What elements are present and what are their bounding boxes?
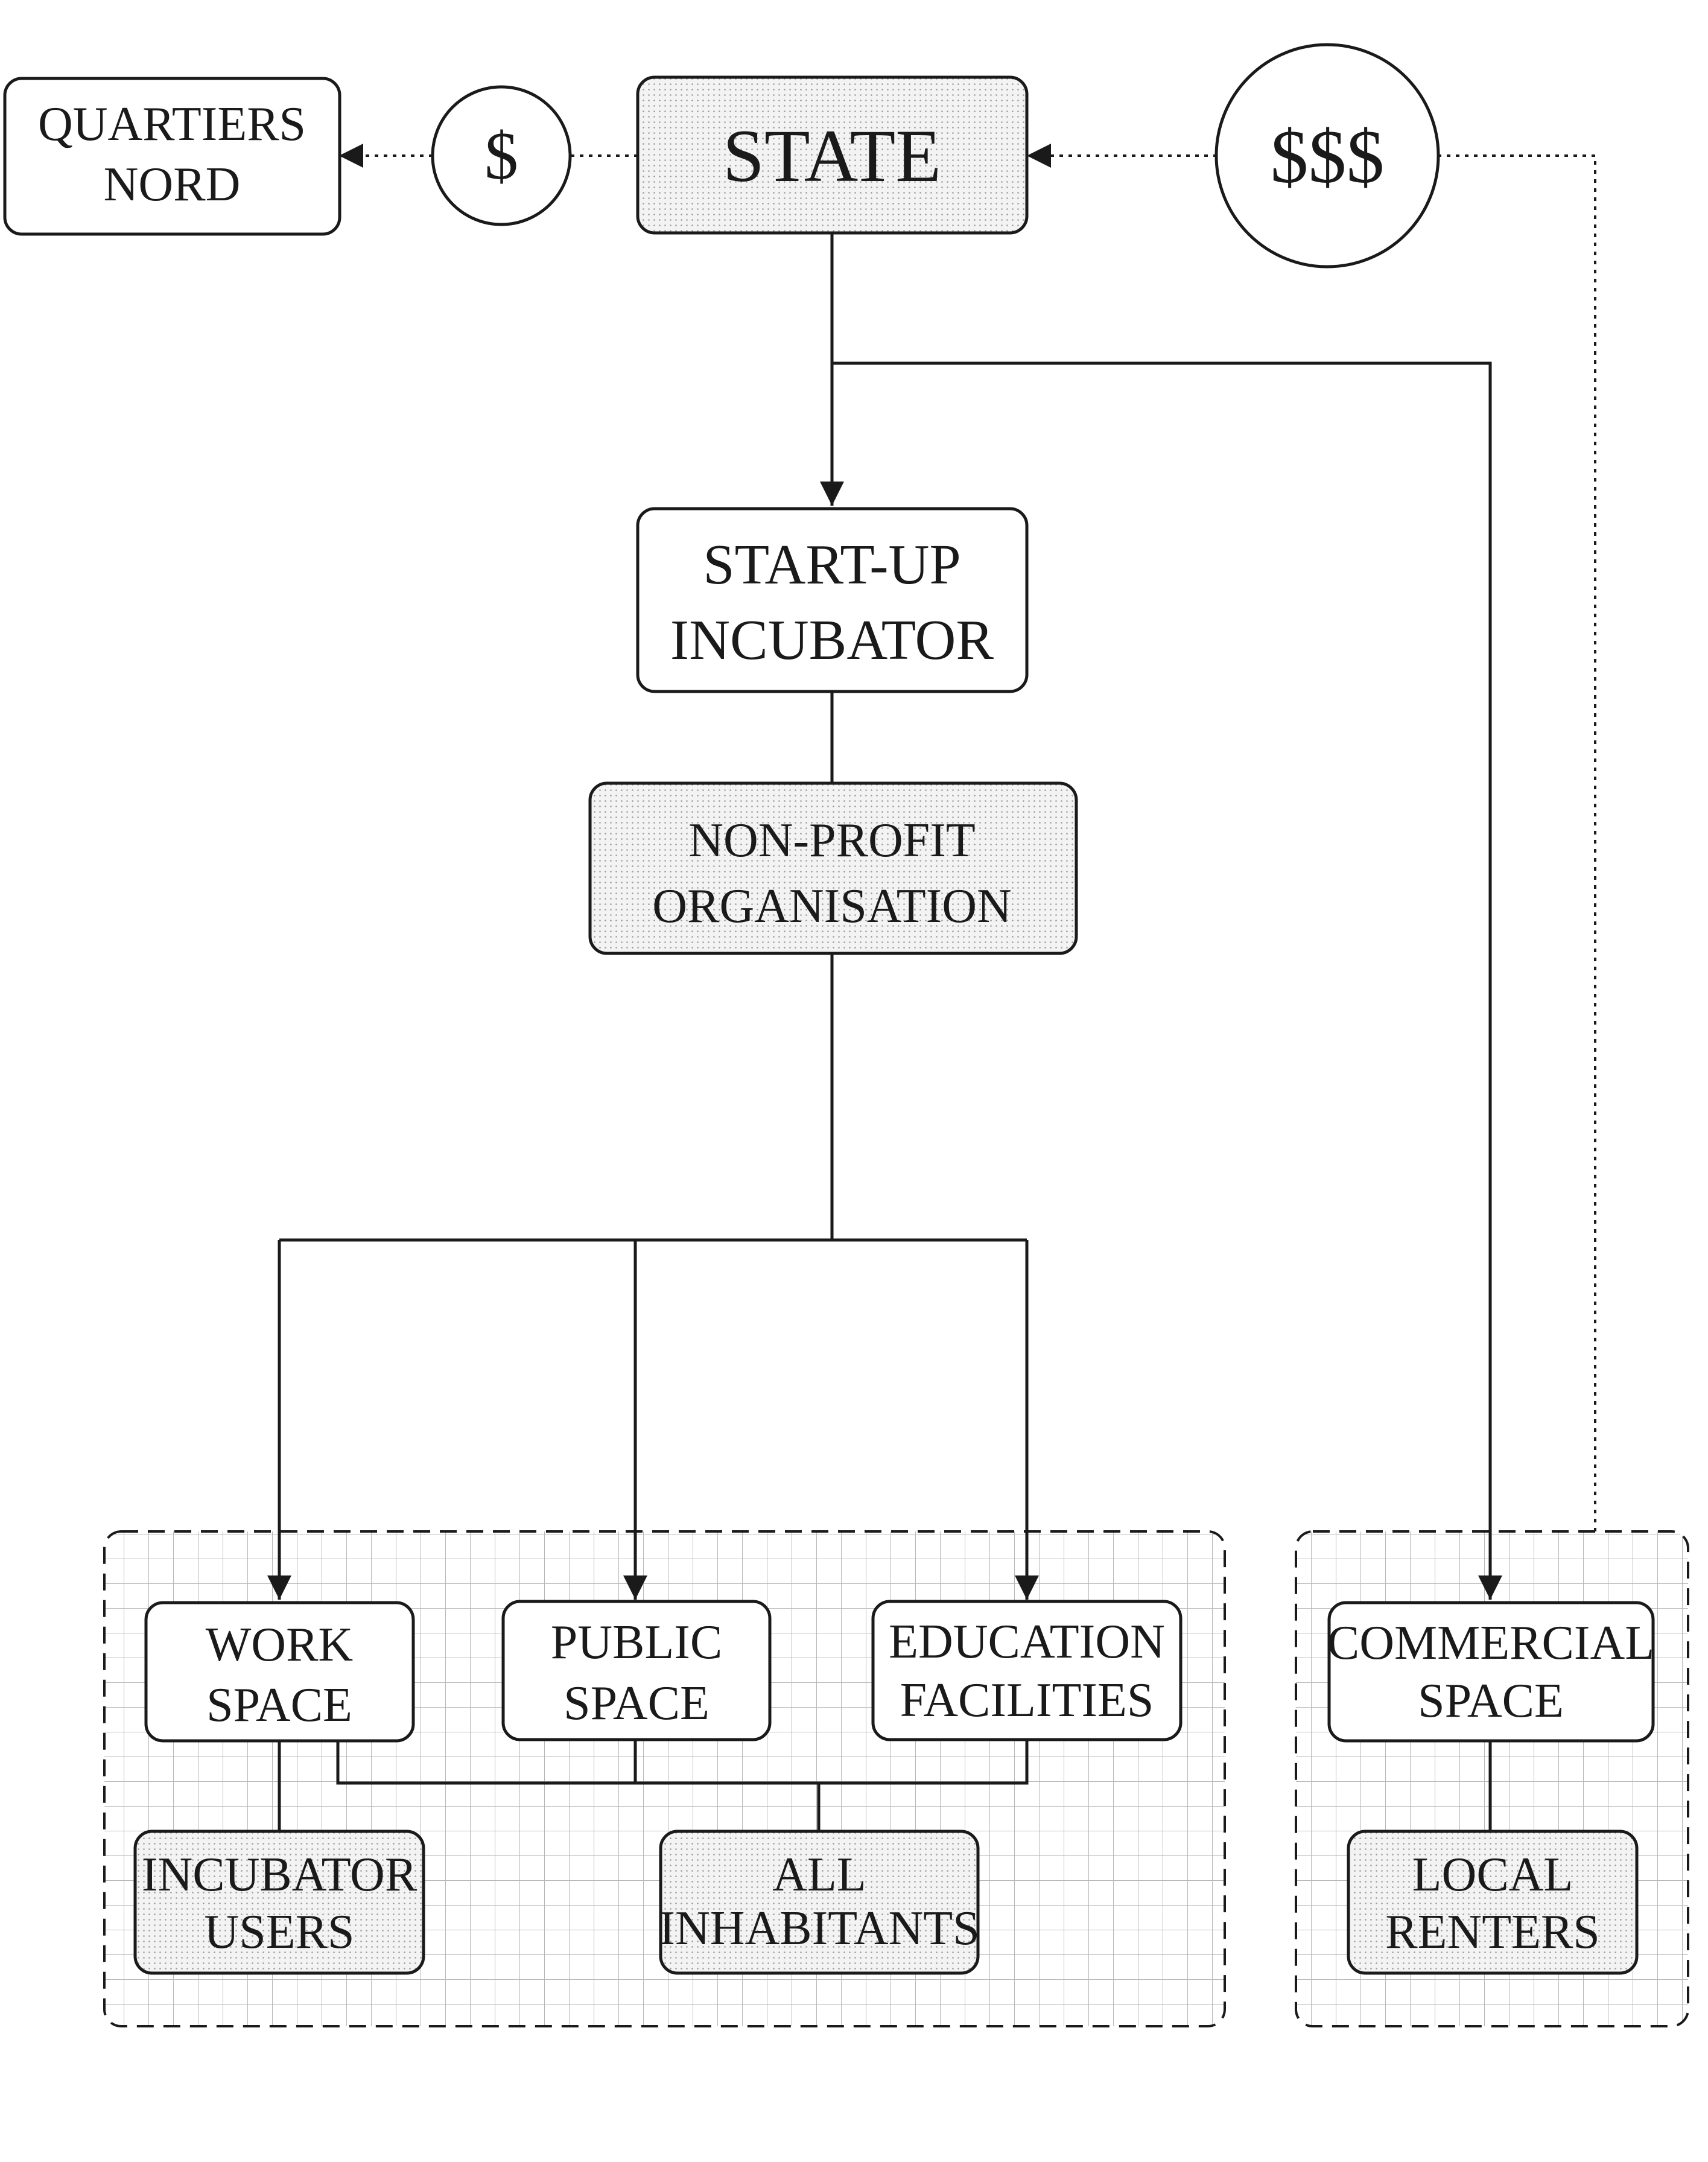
node-non-profit-line-2: ORGANISATION [652, 880, 1012, 933]
node-quartiers-nord-line-2: NORD [104, 158, 241, 211]
node-commercial-space-line-1: COMMERCIAL [1327, 1617, 1654, 1670]
node-non-profit-line-1: NON-PROFIT [688, 814, 976, 867]
edge-spaces-to-inhabitants [336, 1741, 1029, 1785]
node-work-space: WORK SPACE [144, 1601, 415, 1743]
node-all-inhabitants-line-2: INHABITANTS [659, 1902, 979, 1955]
node-incubator-users-line-2: USERS [205, 1906, 355, 1959]
money-large-circle: $$$ [1214, 43, 1440, 269]
node-all-inhabitants-line-1: ALL [772, 1848, 866, 1901]
node-work-space-line-1: WORK [206, 1618, 353, 1671]
node-local-renters: LOCAL RENTERS [1347, 1830, 1639, 1975]
node-incubator-users: INCUBATOR USERS [133, 1830, 425, 1975]
edge-state-to-commercial [832, 361, 1502, 1600]
node-startup-incubator: START-UP INCUBATOR [636, 507, 1029, 693]
money-line-commercial-to-large [1438, 154, 1596, 1531]
node-startup-incubator-line-2: INCUBATOR [670, 609, 994, 672]
money-large-label: $$$ [1271, 115, 1385, 199]
node-all-inhabitants: ALL INHABITANTS [659, 1830, 980, 1975]
node-incubator-users-line-1: INCUBATOR [142, 1848, 417, 1901]
node-non-profit: NON-PROFIT ORGANISATION [588, 781, 1078, 955]
node-local-renters-line-2: RENTERS [1385, 1906, 1600, 1959]
node-state-line-1: STATE [723, 115, 941, 197]
node-education-facilities-line-2: FACILITIES [900, 1674, 1154, 1727]
node-public-space-line-2: SPACE [564, 1677, 710, 1730]
node-quartiers-nord: QUARTIERS NORD [3, 77, 341, 236]
money-small-circle: $ [431, 85, 572, 226]
node-public-space-line-1: PUBLIC [551, 1616, 723, 1669]
node-education-facilities-line-1: EDUCATION [889, 1615, 1165, 1668]
node-public-space: PUBLIC SPACE [501, 1600, 772, 1741]
node-local-renters-line-1: LOCAL [1412, 1848, 1573, 1901]
node-commercial-space-line-2: SPACE [1418, 1674, 1564, 1728]
node-commercial-space: COMMERCIAL SPACE [1327, 1601, 1655, 1743]
node-quartiers-nord-line-1: QUARTIERS [38, 98, 306, 151]
node-work-space-line-2: SPACE [206, 1679, 352, 1732]
money-small-label: $ [484, 119, 518, 194]
node-state: STATE [636, 75, 1029, 235]
node-startup-incubator-line-1: START-UP [703, 533, 960, 596]
node-education-facilities: EDUCATION FACILITIES [871, 1600, 1183, 1741]
